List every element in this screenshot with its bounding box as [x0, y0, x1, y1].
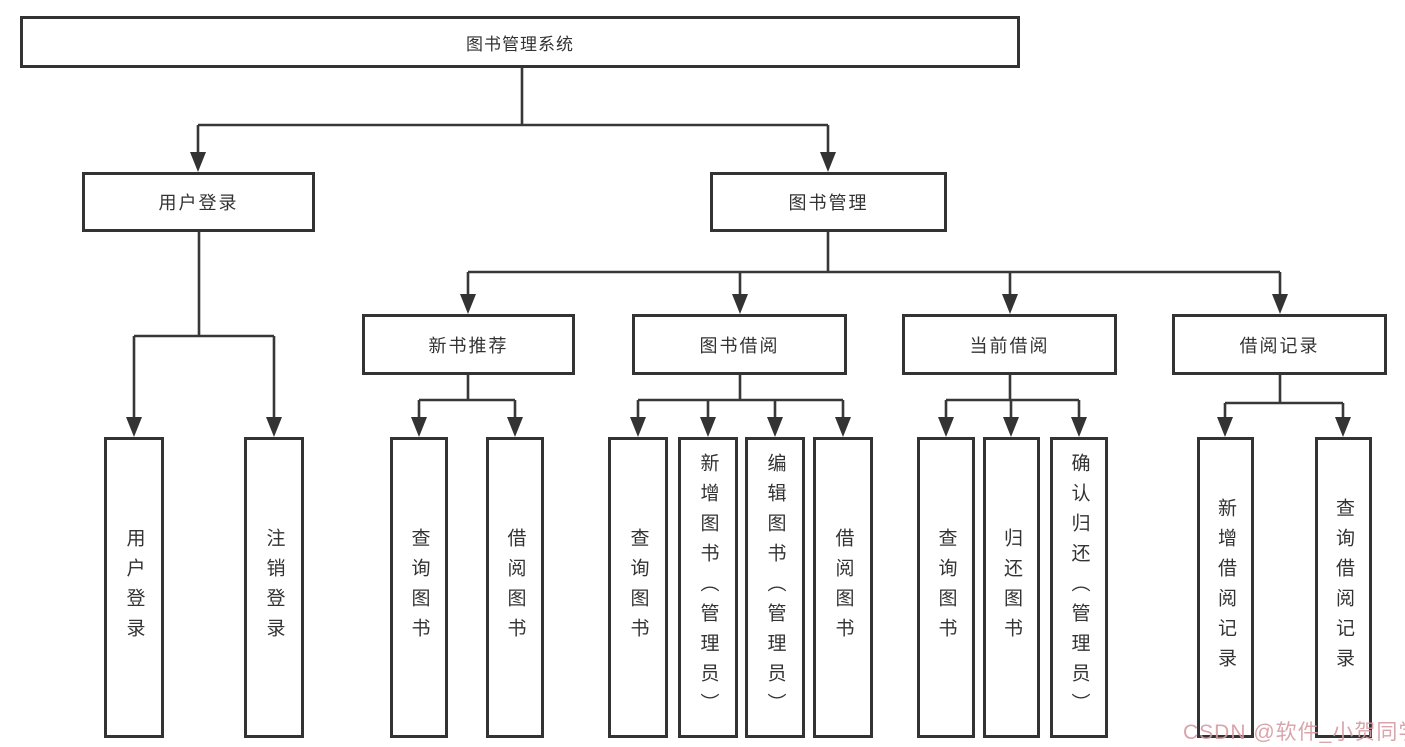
node-root-label: 图书管理系统 — [466, 34, 574, 54]
leaf-label: 借阅图书 — [504, 527, 526, 648]
leaf-label: 查询图书 — [627, 527, 649, 648]
connector-userlogin-to-leaves — [126, 232, 282, 437]
node-label: 当前借阅 — [969, 335, 1050, 356]
leaf-label: 借阅图书 — [832, 527, 854, 648]
connector-bookmgmt-to-level3 — [460, 232, 1288, 314]
leaf-return-books: 归还图书 — [983, 437, 1040, 738]
node-label: 新书推荐 — [428, 335, 509, 356]
leaf-label: 注销登录 — [263, 527, 285, 648]
node-new-book-recommend: 新书推荐 — [362, 314, 575, 375]
leaf-user-login: 用户登录 — [104, 437, 164, 738]
leaf-query-books-recommend: 查询图书 — [390, 437, 448, 738]
leaf-label: 归还图书 — [1001, 527, 1022, 648]
node-label: 图书借阅 — [699, 335, 780, 356]
leaf-borrow-books-recommend: 借阅图书 — [486, 437, 544, 738]
connector-root-to-level2 — [190, 68, 836, 172]
leaf-label: 用户登录 — [123, 527, 145, 648]
leaf-label: 编辑图书（管理员） — [764, 452, 786, 723]
leaf-add-borrow-record: 新增借阅记录 — [1197, 437, 1254, 738]
node-book-borrow: 图书借阅 — [632, 314, 847, 375]
node-borrow-record: 借阅记录 — [1172, 314, 1387, 375]
leaf-query-books-borrow: 查询图书 — [608, 437, 668, 738]
node-label: 借阅记录 — [1239, 335, 1320, 356]
node-book-management-module: 图书管理 — [710, 172, 947, 232]
csdn-watermark: CSDN @软件_小贺同学 — [1183, 721, 1405, 744]
node-label: 图书管理 — [788, 193, 869, 213]
leaf-label: 查询图书 — [408, 527, 430, 648]
connector-currentborrow-to-leaves — [938, 375, 1087, 437]
node-root-system: 图书管理系统 — [20, 16, 1020, 68]
leaf-label: 查询借阅记录 — [1333, 497, 1354, 678]
leaf-confirm-return-admin: 确认归还（管理员） — [1050, 437, 1108, 738]
leaf-label: 查询图书 — [935, 527, 957, 648]
leaf-label: 新增图书（管理员） — [697, 452, 719, 723]
node-label: 用户登录 — [158, 193, 239, 213]
leaf-add-books-admin: 新增图书（管理员） — [678, 437, 738, 738]
connector-borrowrecord-to-leaves — [1217, 375, 1351, 437]
leaf-edit-books-admin: 编辑图书（管理员） — [745, 437, 805, 738]
connector-newbook-to-leaves — [411, 375, 523, 437]
leaf-query-borrow-record: 查询借阅记录 — [1315, 437, 1372, 738]
node-current-borrow: 当前借阅 — [902, 314, 1117, 375]
leaf-borrow-books: 借阅图书 — [813, 437, 873, 738]
leaf-logout: 注销登录 — [244, 437, 304, 738]
connector-bookborrow-to-leaves — [630, 375, 851, 437]
leaf-query-books-current: 查询图书 — [917, 437, 975, 738]
leaf-label: 新增借阅记录 — [1215, 497, 1236, 678]
node-user-login-module: 用户登录 — [82, 172, 315, 232]
leaf-label: 确认归还（管理员） — [1068, 452, 1090, 723]
